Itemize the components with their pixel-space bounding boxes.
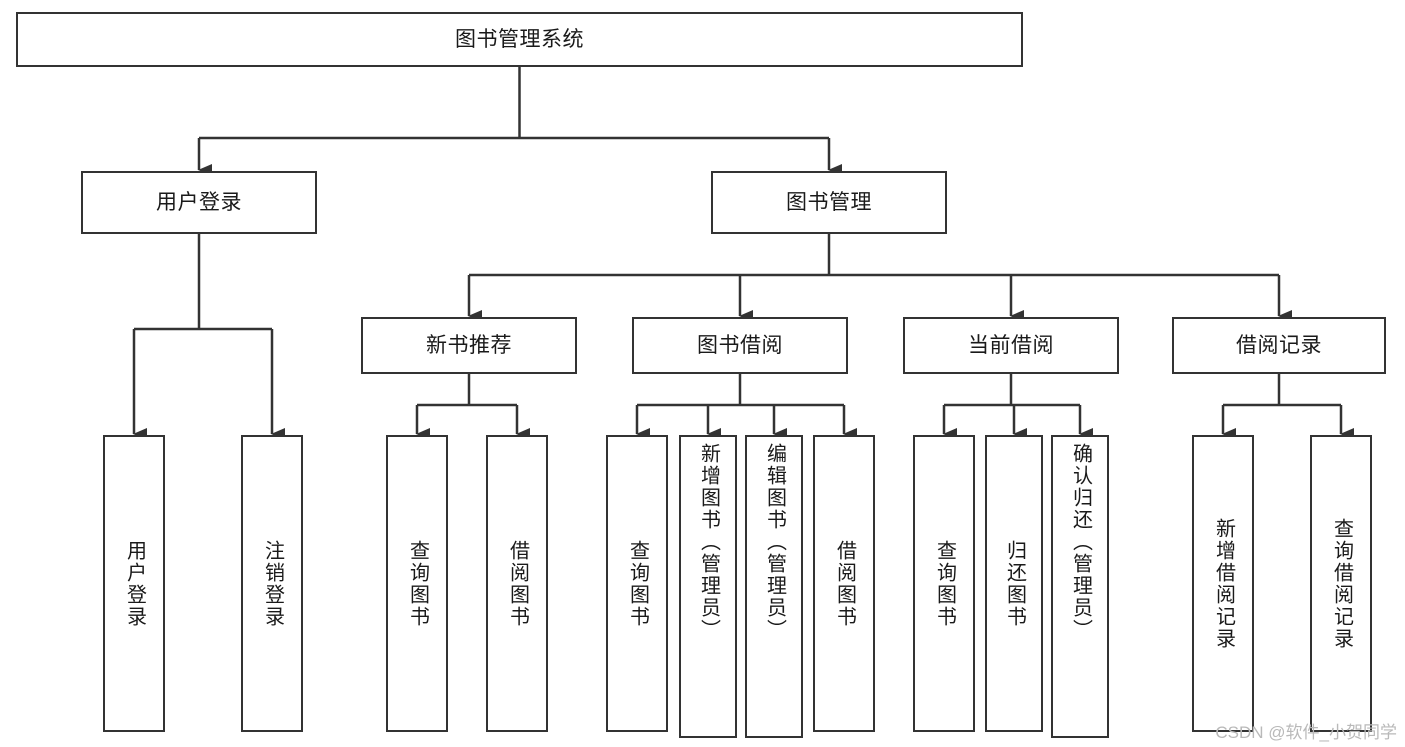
node-box-user-login[interactable]: 用户登录 [81, 171, 317, 234]
node-box-leaf-confirm-return-admin[interactable]: 确认归还（管理员） [1051, 435, 1109, 738]
node-box-leaf-borrow-book[interactable]: 借阅图书 [813, 435, 875, 732]
node-label-leaf-logout: 注销登录 [261, 539, 284, 628]
node-label-leaf-user-login: 用户登录 [123, 539, 146, 628]
node-box-leaf-query-book-borrow[interactable]: 查询图书 [606, 435, 668, 732]
node-label-book-borrow: 图书借阅 [697, 333, 783, 357]
node-box-leaf-logout[interactable]: 注销登录 [241, 435, 303, 732]
node-label-root: 图书管理系统 [455, 27, 584, 51]
node-box-leaf-return-book[interactable]: 归还图书 [985, 435, 1043, 732]
node-label-leaf-add-borrow-record: 新增借阅记录 [1212, 517, 1235, 650]
node-box-new-book-recommend[interactable]: 新书推荐 [361, 317, 577, 374]
node-box-book-borrow[interactable]: 图书借阅 [632, 317, 848, 374]
node-label-book-management: 图书管理 [786, 190, 872, 214]
node-label-leaf-query-borrow-record: 查询借阅记录 [1330, 517, 1353, 650]
node-label-leaf-borrow-book: 借阅图书 [833, 539, 856, 628]
node-label-leaf-edit-book-admin: 编辑图书（管理员） [763, 443, 786, 641]
node-box-leaf-add-book-admin[interactable]: 新增图书（管理员） [679, 435, 737, 738]
node-label-leaf-query-book-current: 查询图书 [933, 539, 956, 628]
node-label-user-login: 用户登录 [156, 190, 242, 214]
node-label-leaf-return-book: 归还图书 [1003, 539, 1026, 628]
node-box-current-borrow[interactable]: 当前借阅 [903, 317, 1119, 374]
node-label-leaf-confirm-return-admin: 确认归还（管理员） [1069, 443, 1092, 641]
node-label-leaf-add-book-admin: 新增图书（管理员） [697, 443, 720, 641]
node-box-leaf-query-book-recommend[interactable]: 查询图书 [386, 435, 448, 732]
node-box-borrow-record[interactable]: 借阅记录 [1172, 317, 1386, 374]
node-label-leaf-borrow-book-recommend: 借阅图书 [506, 539, 529, 628]
node-box-leaf-query-book-current[interactable]: 查询图书 [913, 435, 975, 732]
node-box-book-management[interactable]: 图书管理 [711, 171, 947, 234]
node-label-borrow-record: 借阅记录 [1236, 333, 1322, 357]
node-label-leaf-query-book-recommend: 查询图书 [406, 539, 429, 628]
node-box-leaf-edit-book-admin[interactable]: 编辑图书（管理员） [745, 435, 803, 738]
node-label-leaf-query-book-borrow: 查询图书 [626, 539, 649, 628]
node-label-new-book-recommend: 新书推荐 [426, 333, 512, 357]
node-label-current-borrow: 当前借阅 [968, 333, 1054, 357]
node-box-leaf-query-borrow-record[interactable]: 查询借阅记录 [1310, 435, 1372, 732]
node-box-leaf-user-login[interactable]: 用户登录 [103, 435, 165, 732]
node-box-leaf-borrow-book-recommend[interactable]: 借阅图书 [486, 435, 548, 732]
node-box-root[interactable]: 图书管理系统 [16, 12, 1023, 67]
node-box-leaf-add-borrow-record[interactable]: 新增借阅记录 [1192, 435, 1254, 732]
